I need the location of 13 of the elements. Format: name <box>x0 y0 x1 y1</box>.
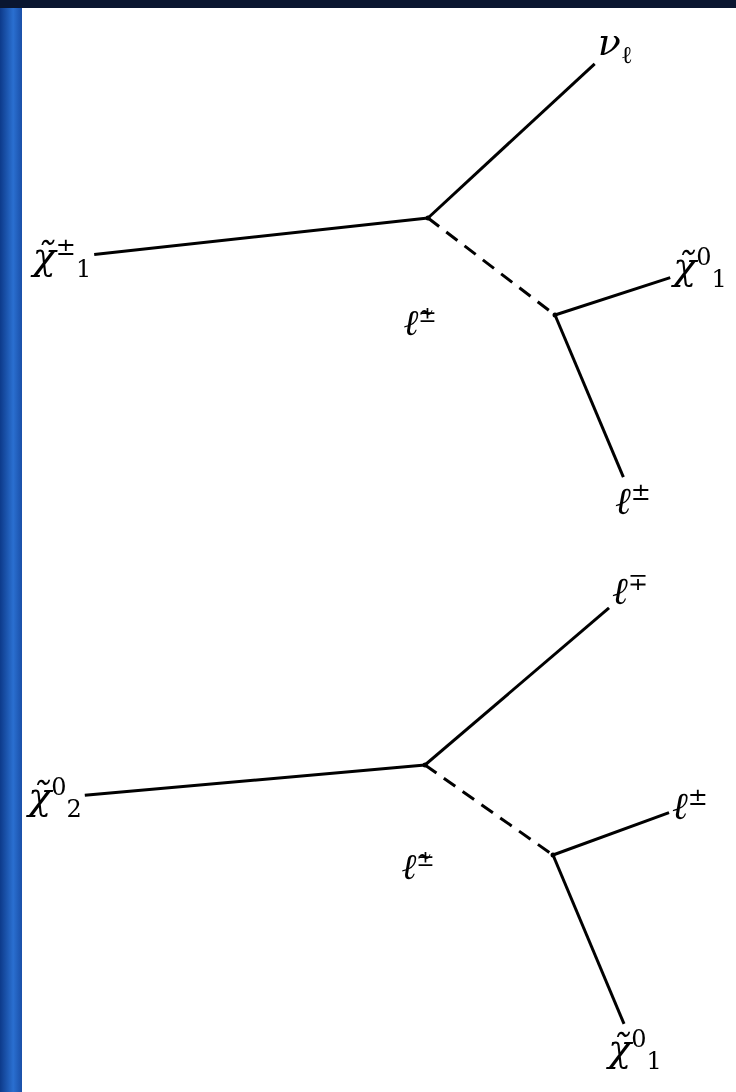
line <box>553 314 625 478</box>
vertex-dot <box>552 312 558 318</box>
vertex-dot <box>550 852 556 858</box>
line <box>424 606 610 767</box>
vertex-dot <box>422 762 428 768</box>
particle-label: ν$_{ℓ}$ <box>597 22 633 68</box>
particle-label: ℓ$^{±}$ <box>615 480 651 520</box>
particle-label: ℓ$^{∓}$ <box>612 570 648 610</box>
particle-label: ℓ$^{±}$ <box>672 785 708 825</box>
vertex-dot <box>425 215 431 221</box>
line <box>551 854 626 1025</box>
line <box>552 811 670 857</box>
line <box>427 62 596 220</box>
